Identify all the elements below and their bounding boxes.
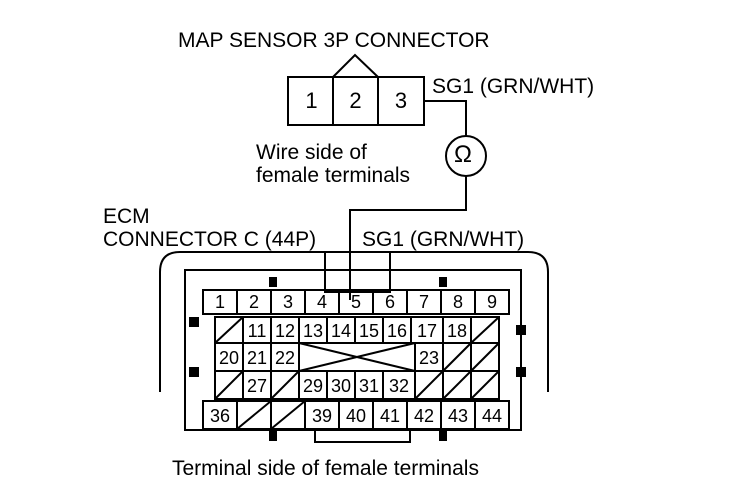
ecm-label-line1: ECM	[103, 205, 150, 228]
map-view-note-line2: female terminals	[256, 164, 411, 187]
ecm-pin-21: 21	[246, 348, 268, 368]
ecm-pin-15: 15	[358, 321, 380, 341]
ecm-pin-44: 44	[481, 406, 503, 426]
ecm-pin-27: 27	[246, 376, 268, 396]
wire-sensor-to-meter	[424, 100, 467, 136]
ecm-pin-31: 31	[358, 376, 380, 396]
ohmmeter-icon: Ω	[454, 141, 472, 168]
ecm-pin-42: 42	[413, 406, 435, 426]
ecm-pin-8: 8	[452, 292, 463, 312]
ecm-pin-13: 13	[302, 321, 324, 341]
ecm-pin-4: 4	[316, 292, 327, 312]
ecm-label-line2: CONNECTOR C (44P)	[103, 228, 317, 251]
ecm-pin-7: 7	[418, 292, 429, 312]
ecm-pin-16: 16	[386, 321, 408, 341]
ecm-pin-43: 43	[447, 406, 469, 426]
ecm-pin-9: 9	[486, 292, 497, 312]
map-sensor-title: MAP SENSOR 3P CONNECTOR	[178, 29, 490, 52]
ecm-pin-6: 6	[384, 292, 395, 312]
ecm-pin-grid	[202, 289, 510, 430]
wire-meter-to-ecm	[349, 176, 467, 300]
ecm-pin-23: 23	[418, 348, 440, 368]
ecm-pin-32: 32	[388, 376, 410, 396]
ecm-pin-11: 11	[247, 321, 267, 341]
ecm-pin-2: 2	[248, 292, 259, 312]
ecm-pin-5: 5	[350, 292, 361, 312]
map-view-note-line1: Wire side of	[256, 141, 367, 164]
ecm-pin-3: 3	[282, 292, 293, 312]
ecm-pin-30: 30	[330, 376, 352, 396]
ecm-pin-17: 17	[416, 321, 438, 341]
ecm-pin-40: 40	[345, 406, 367, 426]
map-wire-label: SG1 (GRN/WHT)	[432, 75, 595, 98]
ecm-pin-29: 29	[302, 376, 324, 396]
ecm-pin-1: 1	[214, 292, 225, 312]
map-pin-1: 1	[305, 88, 318, 113]
ecm-pin-18: 18	[446, 321, 468, 341]
ecm-pin-39: 39	[311, 406, 333, 426]
ecm-pin-20: 20	[218, 348, 240, 368]
map-pin-2: 2	[349, 88, 362, 113]
ecm-wire-label: SG1 (GRN/WHT)	[362, 228, 525, 251]
ecm-view-note: Terminal side of female terminals	[172, 457, 479, 480]
ecm-pin-12: 12	[274, 321, 296, 341]
ecm-pin-41: 41	[379, 406, 401, 426]
map-pin-3: 3	[394, 88, 408, 113]
ecm-pin-22: 22	[274, 348, 296, 368]
ecm-pin-36: 36	[209, 406, 231, 426]
ecm-connector-housing	[159, 251, 549, 443]
ecm-pin-14: 14	[330, 321, 352, 341]
